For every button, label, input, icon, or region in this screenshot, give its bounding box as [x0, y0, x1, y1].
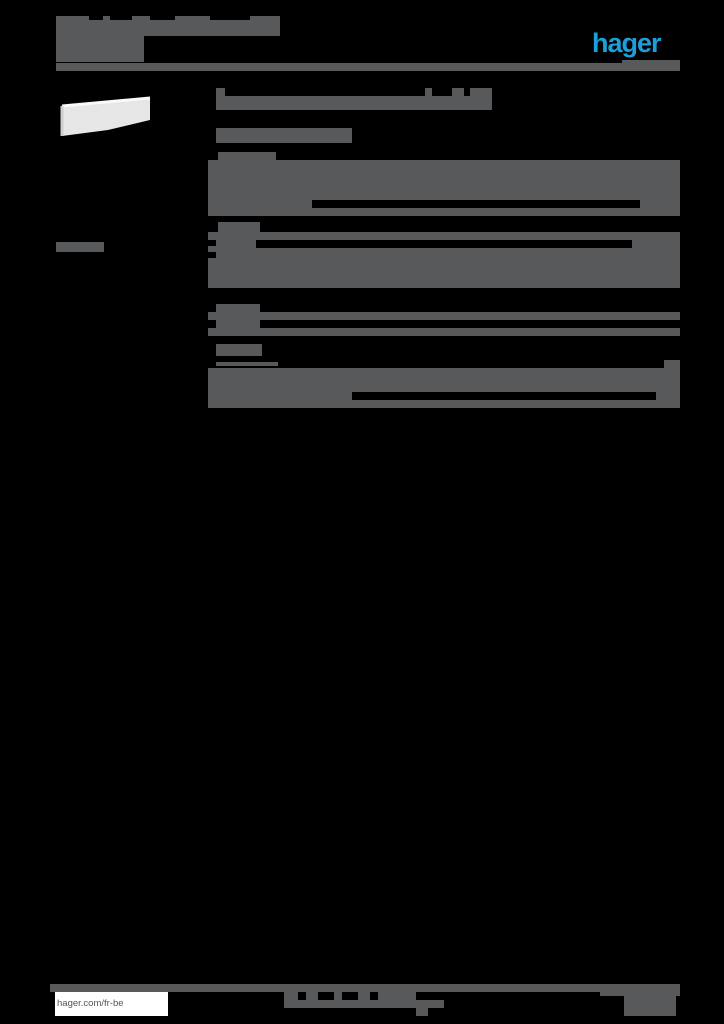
footer-right: [624, 992, 676, 1016]
header-title: [56, 16, 280, 36]
footer-center: [284, 992, 416, 1008]
footer-url-link[interactable]: hager.com/fr-be: [55, 992, 168, 1016]
brand-logo: hager: [592, 28, 662, 58]
header-rule: [56, 63, 680, 71]
footer-rule: [50, 984, 680, 992]
product-reference: [216, 128, 352, 143]
logo-underline: [622, 60, 680, 63]
sidebar-label: [56, 242, 104, 252]
header-subtitle: [56, 36, 144, 62]
product-image: [60, 96, 151, 136]
